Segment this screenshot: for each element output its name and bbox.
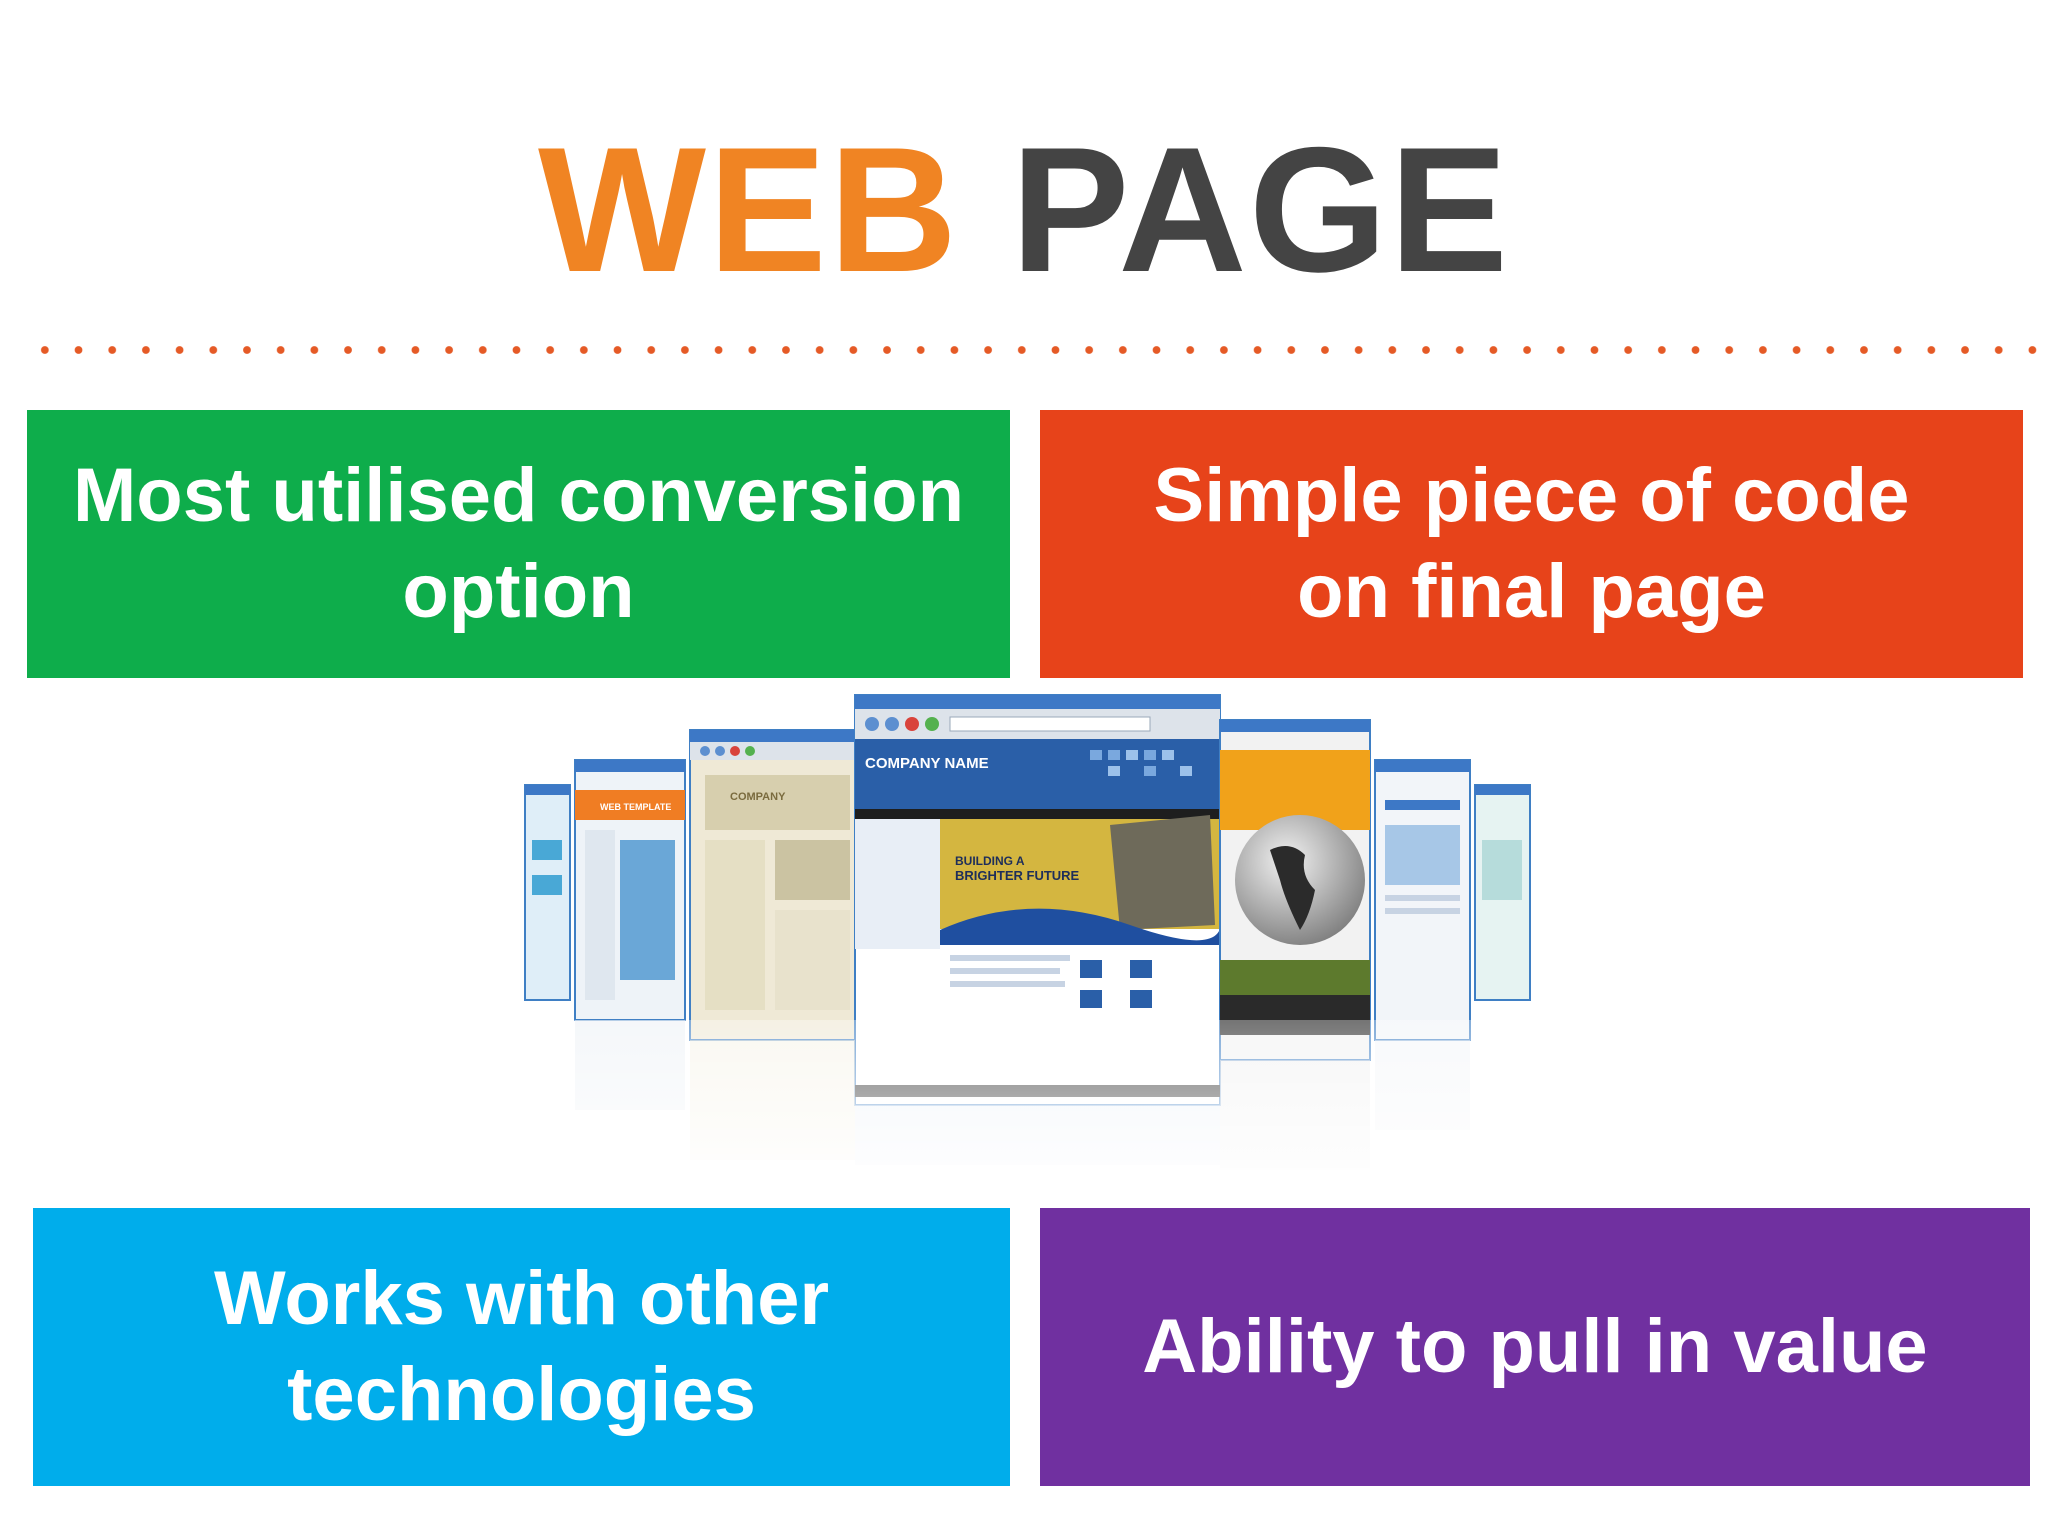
feature-box-code: Simple piece of code on final page <box>1040 410 2023 678</box>
feature-box-line: Ability to pull in value <box>1142 1304 1928 1389</box>
headline-line-1: BUILDING A <box>955 854 1025 868</box>
feature-box-line: Most utilised conversion <box>72 453 965 538</box>
company-name-label: COMPANY NAME <box>865 755 989 772</box>
template-window-left-2: WEB TEMPLATE <box>574 759 686 1021</box>
feature-box-line: technologies <box>287 1352 756 1437</box>
feature-box-value: Ability to pull in value <box>1040 1208 2030 1486</box>
feature-box-line: option <box>402 549 635 634</box>
template-window-right-2 <box>1374 759 1471 1041</box>
page-title: WEB PAGE <box>0 110 2048 310</box>
feature-box-line: Simple piece of code <box>1153 453 1910 538</box>
title-word-web: WEB <box>538 110 960 309</box>
template-window-left-3: COMPANY <box>689 729 856 1041</box>
left-template-label: WEB TEMPLATE <box>600 802 671 812</box>
feature-box-conversion: Most utilised conversion option <box>27 410 1010 678</box>
feature-box-line: on final page <box>1297 549 1766 634</box>
template-window-far-left <box>524 784 571 1001</box>
template-window-far-right <box>1474 784 1531 1001</box>
template-window-right-1 <box>1219 719 1371 1061</box>
feature-box-technologies: Works with other technologies <box>33 1208 1010 1486</box>
feature-box-line: Works with other <box>213 1256 830 1341</box>
website-templates-illustration: WEB TEMPLATE COMPANY COMPANY NAME <box>510 694 1560 1200</box>
dotted-divider <box>28 345 2048 355</box>
title-word-page: PAGE <box>1010 110 1510 309</box>
templates-reflection <box>510 1020 1560 1200</box>
left-company-label: COMPANY <box>730 791 786 803</box>
headline-line-2: BRIGHTER FUTURE <box>955 868 1080 883</box>
